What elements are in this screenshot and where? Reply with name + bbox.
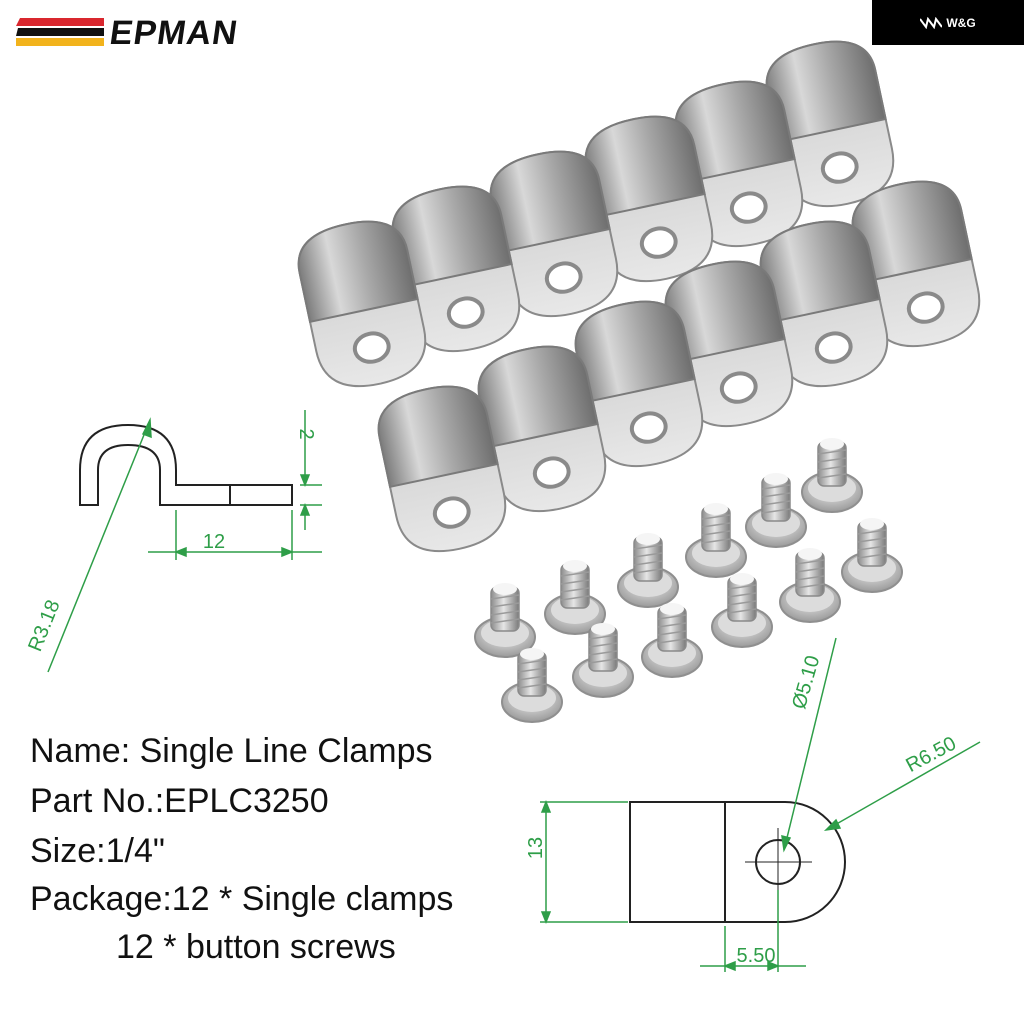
outer-radius-leader xyxy=(823,741,981,832)
thickness-dimension xyxy=(299,410,322,530)
length-dimension xyxy=(148,510,322,560)
product-name: Name: Single Line Clamps xyxy=(30,732,433,770)
width-label: 13 xyxy=(525,837,547,859)
product-part-number: Part No.:EPLC3250 xyxy=(30,782,329,820)
offset-label: 5.50 xyxy=(737,945,776,967)
product-size: Size:1/4" xyxy=(30,832,165,870)
brand-logo-stripes xyxy=(16,18,104,46)
product-package: Package:12 * Single clamps xyxy=(30,880,454,918)
watermark-badge: W&G xyxy=(872,0,1024,45)
radius-leader xyxy=(47,417,152,673)
clamp-profile-outline xyxy=(79,423,293,506)
width-dimension xyxy=(540,799,628,925)
hole-label: Ø5.10 xyxy=(788,653,824,711)
clamp-top-outline xyxy=(629,801,846,923)
offset-dimension xyxy=(700,890,806,972)
length-label: 12 xyxy=(203,531,225,553)
hole-leader xyxy=(781,637,837,853)
wings-icon xyxy=(920,16,943,29)
product-package-screws: 12 * button screws xyxy=(116,928,396,966)
thickness-label: 2 xyxy=(295,428,317,439)
watermark-text: W&G xyxy=(946,15,976,30)
